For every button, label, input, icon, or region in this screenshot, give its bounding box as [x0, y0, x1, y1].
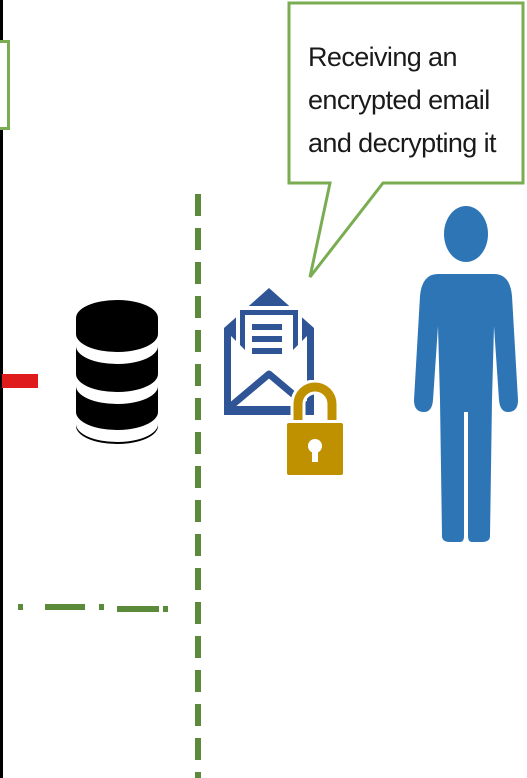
database-icon — [76, 300, 158, 444]
callout-line-1: Receiving an — [308, 42, 458, 72]
padlock-icon — [284, 380, 346, 478]
left-edge-line — [0, 0, 3, 778]
callout-line-3: and decrypting it — [308, 128, 497, 158]
red-connector-bar — [2, 374, 38, 388]
partial-green-box — [0, 40, 10, 130]
person-icon — [414, 206, 518, 542]
callout-text: Receiving an encrypted email and decrypt… — [308, 36, 508, 165]
callout-line-2: encrypted email — [308, 85, 490, 115]
